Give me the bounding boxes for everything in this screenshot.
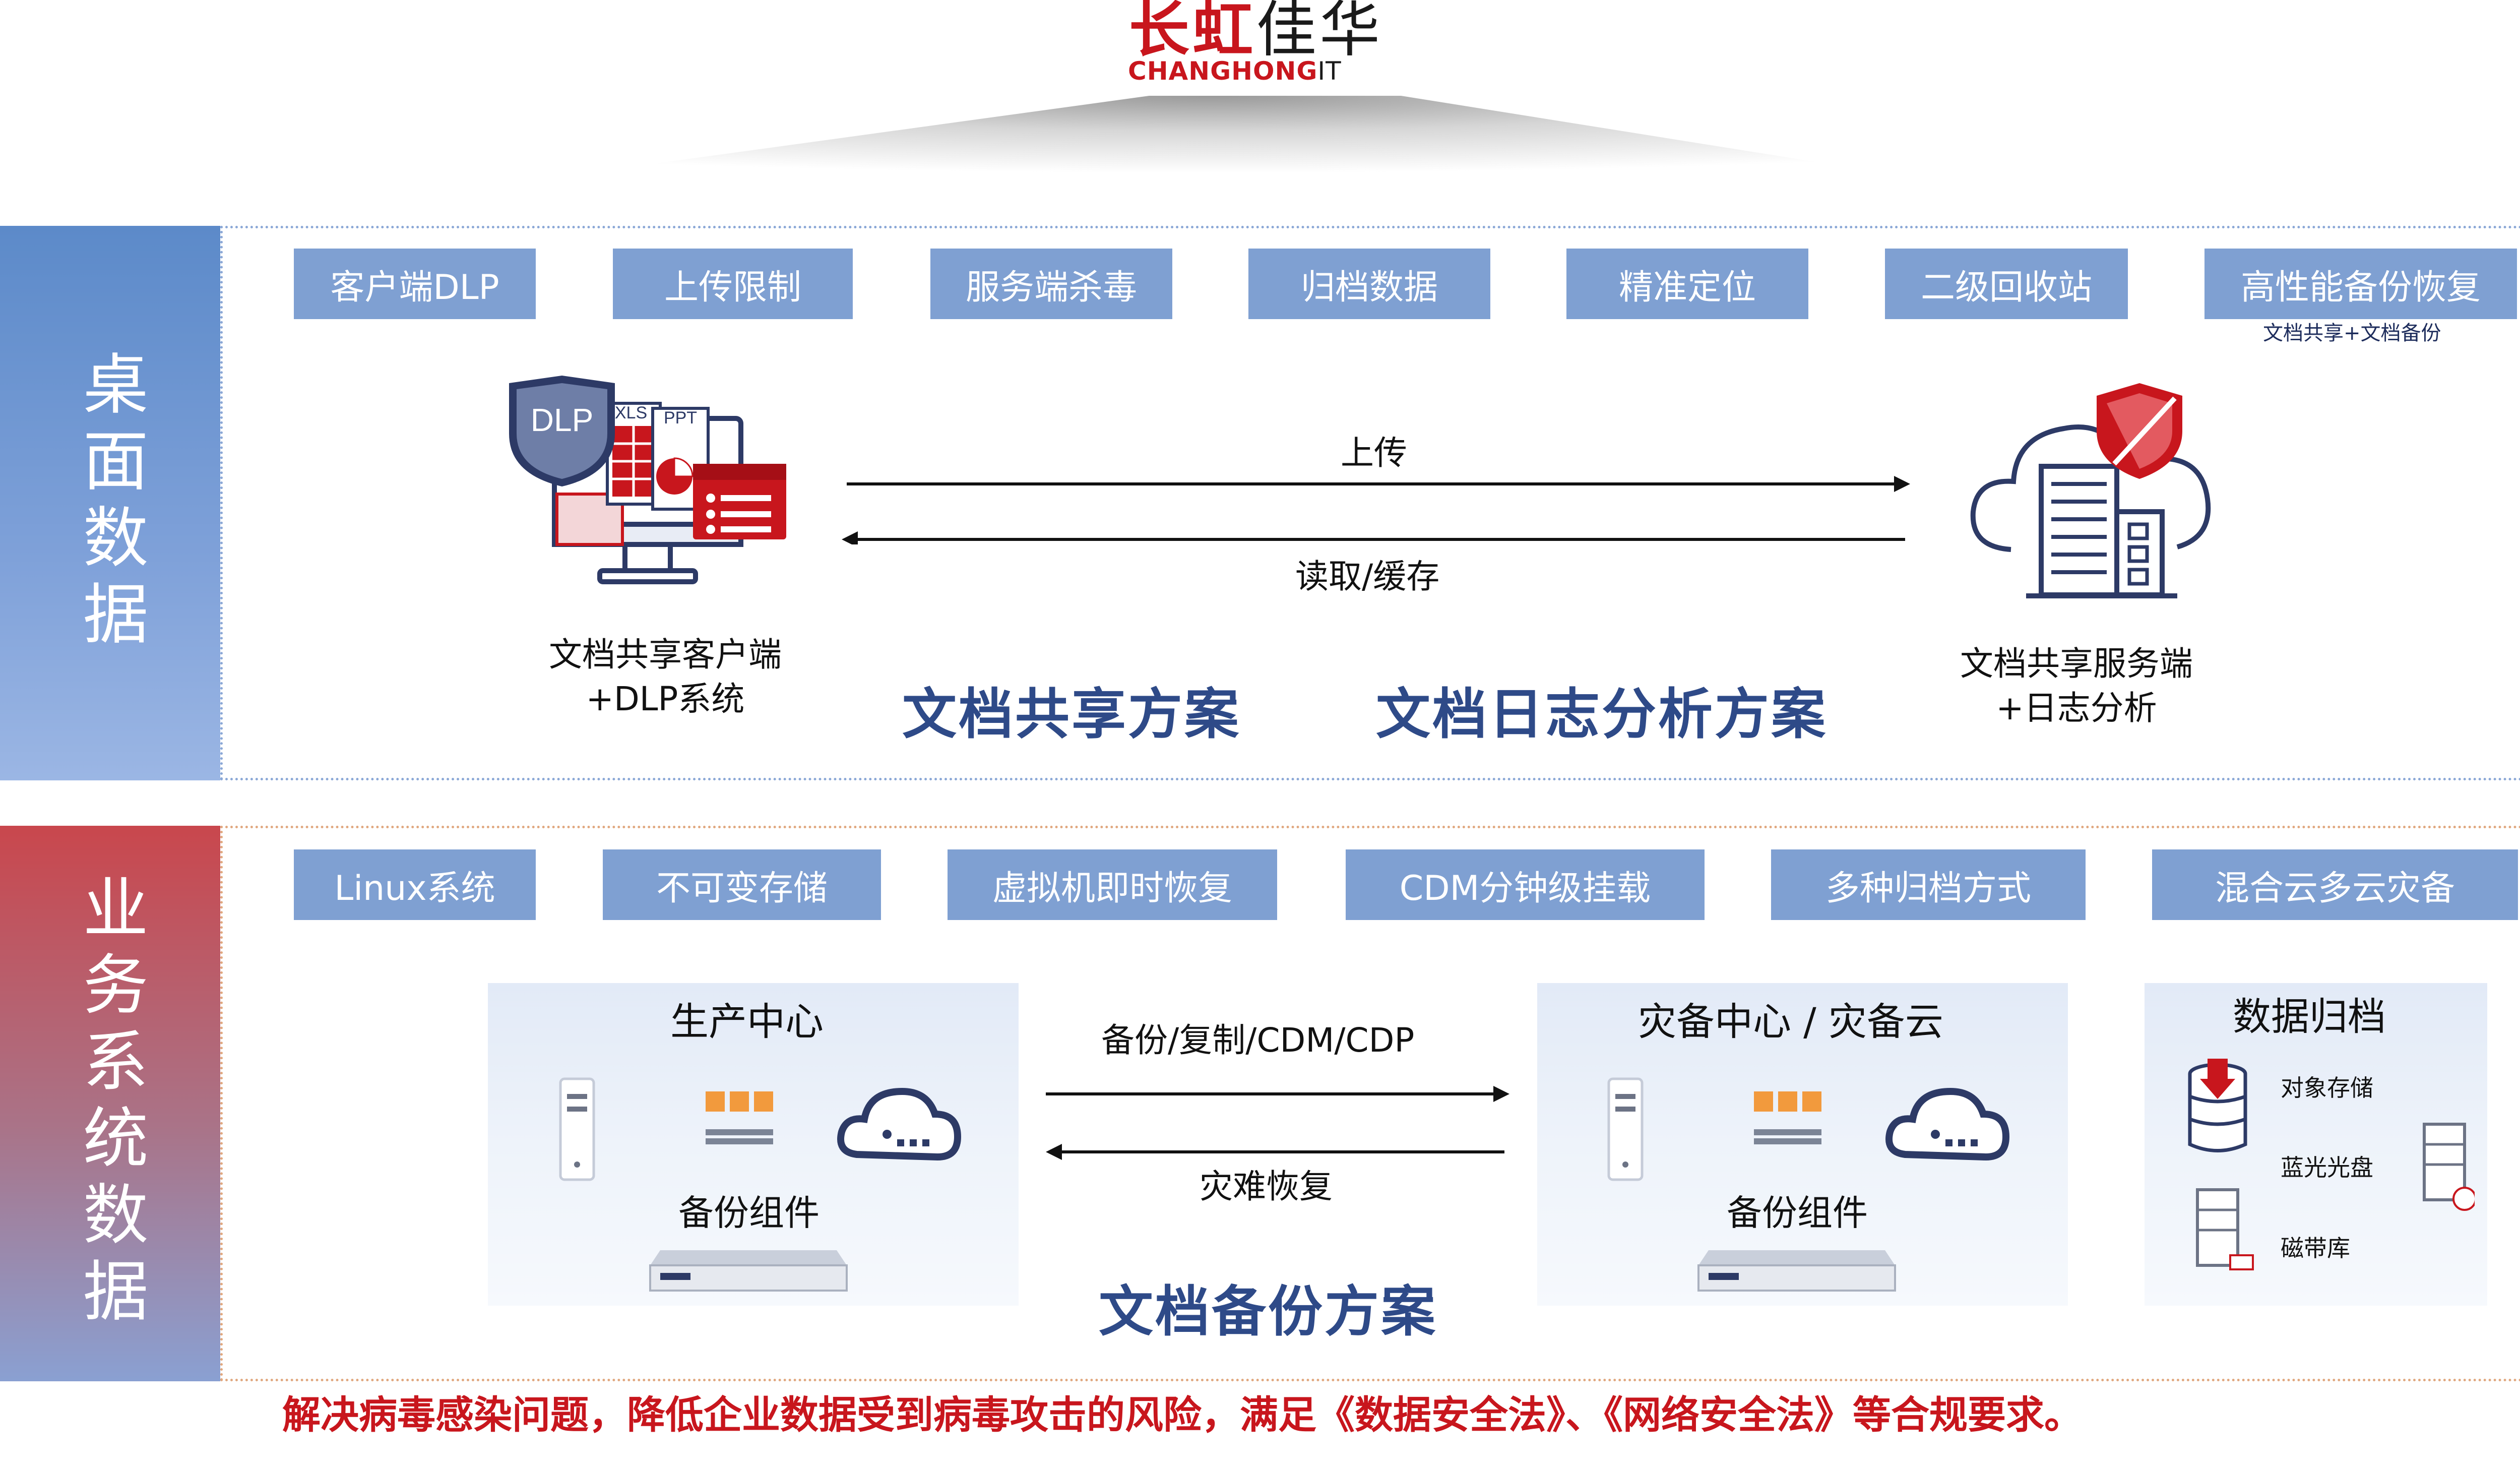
tag-archive-data: 归档数据 [1248, 249, 1490, 319]
tag-immutable-storage: 不可变存储 [603, 849, 881, 920]
production-center-title: 生产中心 [670, 999, 824, 1044]
side-label-desktop-data: 桌面数据 [0, 226, 220, 780]
data-archive-title: 数据归档 [2233, 994, 2386, 1039]
dr-center-icons [1607, 1077, 2010, 1292]
upload-read-arrows [842, 476, 1910, 544]
tag-upload-limit: 上传限制 [613, 249, 853, 319]
tag-precise-locate: 精准定位 [1566, 249, 1808, 319]
archive-object-storage: 对象存储 [2281, 1074, 2373, 1102]
backup-recovery-arrows [1046, 1086, 1509, 1160]
tag-archive-methods: 多种归档方式 [1771, 849, 2086, 920]
logo-chinese: 长虹佳华 [1129, 0, 1383, 65]
compliance-note: 解决病毒感染问题，降低企业数据受到病毒攻击的风险，满足《数据安全法》、《网络安全… [282, 1392, 2083, 1437]
client-caption-1: 文档共享客户端 [549, 635, 782, 674]
tag-client-dlp: 客户端DLP [294, 249, 536, 319]
desktop-data-panel [220, 226, 2520, 780]
business-data-panel [220, 826, 2520, 1381]
doc-backup-solution-title: 文档备份方案 [1099, 1280, 1438, 1343]
tag-vm-instant-recovery: 虚拟机即时恢复 [948, 849, 1277, 920]
server-caption-2: +日志分析 [1996, 689, 2157, 727]
production-center-icons [559, 1077, 962, 1292]
tag-backup-restore-sub: 文档共享+文档备份 [2263, 322, 2441, 345]
dr-backup-component-label: 备份组件 [1727, 1192, 1868, 1234]
upload-label: 上传 [1341, 434, 1407, 472]
logo-english: CHANGHONGIT [1128, 56, 1342, 86]
roof-shape [212, 96, 2208, 224]
archive-icons [2188, 1059, 2475, 1270]
side-label-business-data: 业务系统数据 [0, 826, 220, 1381]
server-caption-1: 文档共享服务端 [1960, 644, 2193, 683]
read-cache-label: 读取/缓存 [1295, 557, 1440, 596]
client-caption-2: +DLP系统 [586, 680, 745, 718]
doc-server-cloud-icon [1970, 383, 2211, 598]
tag-hybrid-cloud-dr: 混合云多云灾备 [2152, 849, 2518, 920]
tag-server-antivirus: 服务端杀毒 [930, 249, 1172, 319]
dr-center-title: 灾备中心 / 灾备云 [1638, 999, 1943, 1044]
svg-text:PPT: PPT [664, 408, 697, 427]
doc-share-solution-title: 文档共享方案 [902, 683, 1241, 746]
dlp-client-icon: DLP XLS PPT [509, 376, 786, 584]
tag-backup-restore: 高性能备份恢复 [2204, 249, 2517, 319]
archive-tape-library: 磁带库 [2281, 1235, 2350, 1262]
backup-replication-label: 备份/复制/CDM/CDP [1101, 1021, 1415, 1060]
log-analysis-solution-title: 文档日志分析方案 [1376, 683, 1828, 746]
archive-bluray: 蓝光光盘 [2281, 1154, 2373, 1181]
tag-recycle-bin: 二级回收站 [1885, 249, 2128, 319]
svg-text:DLP: DLP [531, 402, 594, 438]
tag-linux-system: Linux系统 [294, 849, 536, 920]
disaster-recovery-label: 灾难恢复 [1200, 1167, 1333, 1206]
svg-text:XLS: XLS [615, 403, 647, 422]
prod-backup-component-label: 备份组件 [678, 1192, 820, 1234]
tag-cdm-mount: CDM分钟级挂载 [1346, 849, 1705, 920]
